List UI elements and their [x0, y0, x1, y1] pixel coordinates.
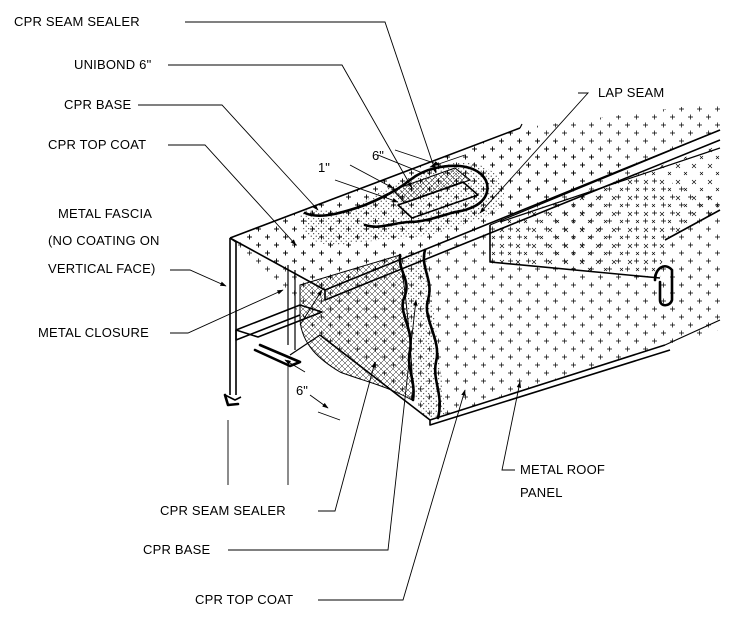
label-top-coat-top: CPR TOP COAT: [48, 137, 146, 152]
label-fascia-2: (NO COATING ON: [48, 233, 160, 248]
label-unibond: UNIBOND 6": [74, 57, 152, 72]
label-lap-seam: LAP SEAM: [598, 85, 664, 100]
dim-one-inch: 1": [318, 160, 330, 175]
dim-six-inch-top: 6": [372, 148, 384, 163]
dim-six-inch-side: 6": [296, 383, 308, 398]
label-base-top: CPR BASE: [64, 97, 131, 112]
label-closure: METAL CLOSURE: [38, 325, 149, 340]
label-seam-sealer-top: CPR SEAM SEALER: [14, 14, 140, 29]
label-roof-panel-1: METAL ROOF: [520, 462, 605, 477]
label-fascia-1: METAL FASCIA: [58, 206, 152, 221]
cpr-base-band: [400, 250, 445, 420]
roof-panel-pan: [490, 145, 720, 278]
label-top-coat-bottom: CPR TOP COAT: [195, 592, 293, 607]
label-base-bottom: CPR BASE: [143, 542, 210, 557]
label-seam-sealer-bottom: CPR SEAM SEALER: [160, 503, 286, 518]
label-fascia-3: VERTICAL FACE): [48, 261, 156, 276]
label-roof-panel-2: PANEL: [520, 485, 563, 500]
seam-sealer-strip: [397, 181, 479, 219]
metal-fascia: [229, 237, 237, 395]
unibond-mesh: [392, 167, 472, 204]
